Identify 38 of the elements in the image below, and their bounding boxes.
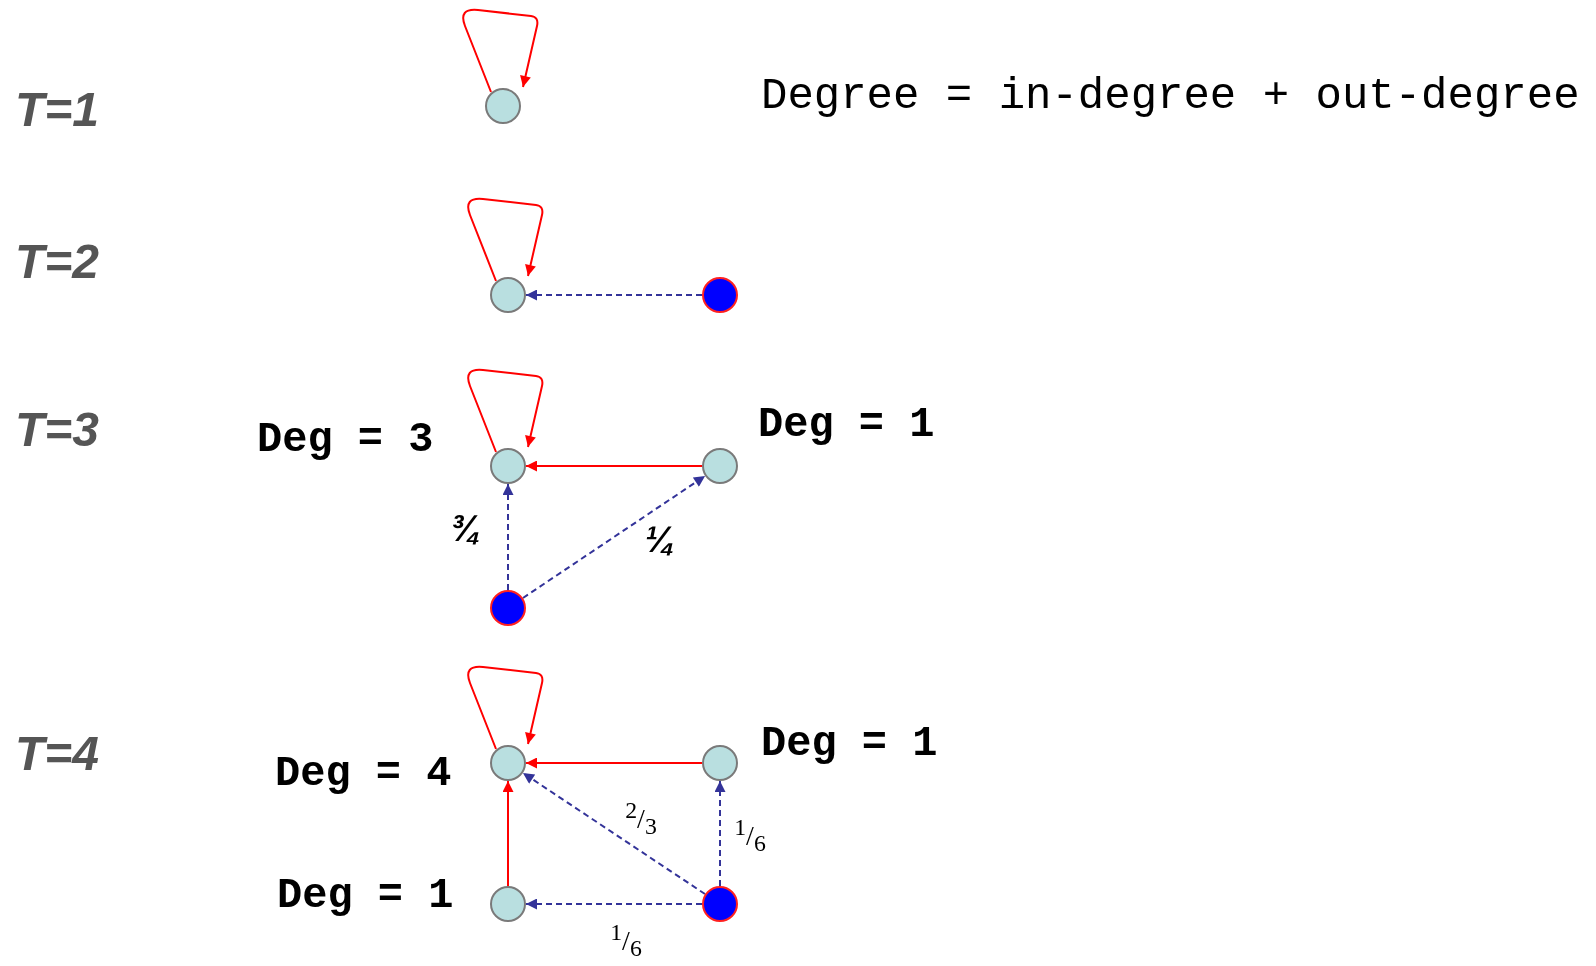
node-circle — [702, 745, 738, 781]
degree-label: Deg = 1 — [277, 871, 454, 922]
node-circle — [702, 448, 738, 484]
arrow — [525, 289, 703, 301]
arrow — [714, 780, 726, 887]
node-circle — [490, 277, 526, 313]
arrow — [462, 8, 539, 93]
arrow — [522, 771, 706, 896]
arrow — [521, 475, 707, 599]
arrow — [525, 757, 703, 769]
degree-label: Deg = 3 — [257, 415, 434, 466]
node-circle — [490, 590, 526, 626]
edge-label: ¾ — [451, 509, 481, 549]
degree-label: Deg = 4 — [275, 749, 452, 800]
degree-label: Deg = 1 — [758, 400, 935, 451]
node-circle — [702, 886, 738, 922]
arrow — [502, 780, 514, 887]
arrow — [467, 665, 544, 750]
arrow — [502, 483, 514, 591]
time-step-label: T=1 — [15, 84, 100, 136]
node-circle — [490, 745, 526, 781]
formula-text: Degree = in-degree + out-degree — [761, 70, 1580, 122]
node-circle — [490, 886, 526, 922]
time-step-label: T=4 — [15, 728, 100, 780]
edge-label: $^{2}$/$_{3}$ — [625, 795, 657, 842]
node-circle — [490, 448, 526, 484]
arrow — [525, 898, 703, 910]
arrow — [525, 460, 703, 472]
edge-label: $^{1}$/$_{6}$ — [610, 917, 642, 964]
arrow — [467, 368, 544, 453]
arrow — [467, 197, 544, 282]
time-step-label: T=2 — [15, 236, 100, 288]
degree-label: Deg = 1 — [761, 719, 938, 770]
node-circle — [702, 277, 738, 313]
time-step-label: T=3 — [15, 404, 100, 456]
node-circle — [485, 88, 521, 124]
edge-label: $^{1}$/$_{6}$ — [734, 812, 766, 859]
edge-label: ¼ — [645, 520, 675, 560]
